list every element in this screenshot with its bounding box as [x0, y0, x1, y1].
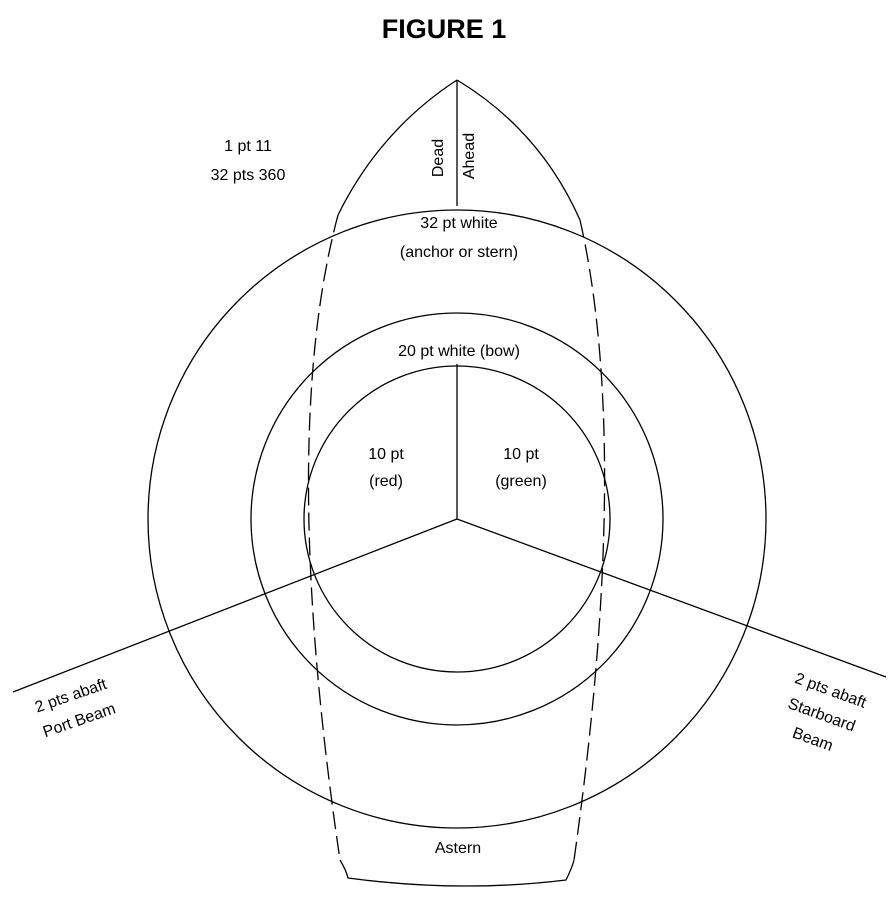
outer-sector-label-line1: 32 pt white: [420, 215, 497, 232]
outer-circle-32pt: [147, 209, 767, 829]
scale-label-line2: 32 pts 360: [211, 167, 286, 184]
starboard-beam-label-line3: Beam: [790, 725, 835, 755]
hull-side-starboard: [573, 219, 606, 861]
red-sector-label-line2: (red): [369, 473, 403, 490]
middle-circle-20pt: [250, 312, 664, 726]
outer-sector-label-line2: (anchor or stern): [400, 244, 518, 261]
green-sector-label-line1: 10 pt: [503, 446, 539, 463]
scale-label-line1: 1 pt 11: [224, 138, 272, 155]
red-sector-label-line1: 10 pt: [368, 446, 404, 463]
green-sector-label-line2: (green): [495, 473, 547, 490]
ship-hull: [307, 79, 606, 887]
port-beam-line: [12, 518, 458, 693]
hull-stern: [339, 859, 575, 887]
hull-side-port: [307, 214, 341, 861]
figure-title: FIGURE 1: [381, 14, 507, 44]
dead-label: Dead: [430, 139, 447, 177]
inner-circle-10pt: [303, 365, 611, 673]
astern-label: Astern: [435, 840, 481, 857]
ahead-label: Ahead: [461, 133, 478, 179]
hull-bow-port: [337, 79, 458, 216]
starboard-beam-line: [456, 518, 887, 678]
hull-bow-starboard: [456, 79, 581, 221]
middle-sector-label: 20 pt white (bow): [398, 343, 520, 360]
